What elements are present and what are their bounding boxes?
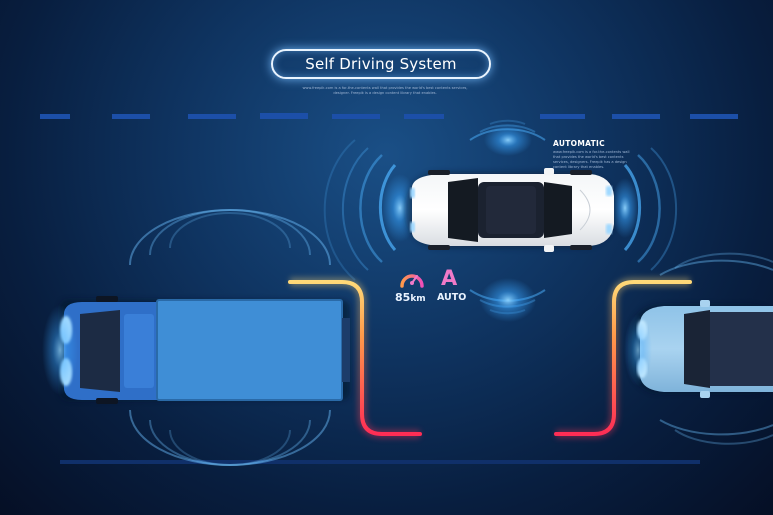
speedometer-icon	[400, 274, 424, 288]
system-subtitle: www.freepik.com is a for-the-contents wa…	[302, 86, 468, 95]
truck-sensor-waves	[129, 209, 331, 466]
left-guide-line-glow	[290, 277, 420, 439]
blue-truck	[60, 296, 350, 404]
automatic-description: www.freepik.com is a for-the-contents wa…	[553, 150, 630, 169]
blue-car-sensor-waves	[659, 252, 773, 445]
lane-dashes	[40, 113, 738, 119]
blue-car-headlight-glow	[624, 314, 652, 386]
rear-sensor-glow	[480, 278, 536, 322]
front-sensor-glow	[484, 124, 532, 156]
speed-readout: 85km	[395, 291, 426, 304]
truck-headlight-glow	[42, 305, 78, 395]
white-sedan	[405, 168, 615, 252]
speed-unit: km	[410, 294, 426, 304]
bottom-lane-line	[60, 460, 700, 464]
white-car-sensor-waves	[323, 119, 678, 315]
blue-car	[630, 300, 773, 398]
speed-value: 85	[395, 291, 411, 304]
auto-mode-icon: A	[441, 266, 458, 290]
system-title: Self Driving System	[305, 55, 457, 73]
automatic-label: AUTOMATIC	[553, 139, 605, 148]
right-guide-line-glow	[556, 277, 690, 439]
auto-mode-label: AUTO	[437, 292, 467, 303]
system-title-pill: Self Driving System	[271, 49, 491, 79]
right-sensor-glow	[611, 178, 639, 238]
